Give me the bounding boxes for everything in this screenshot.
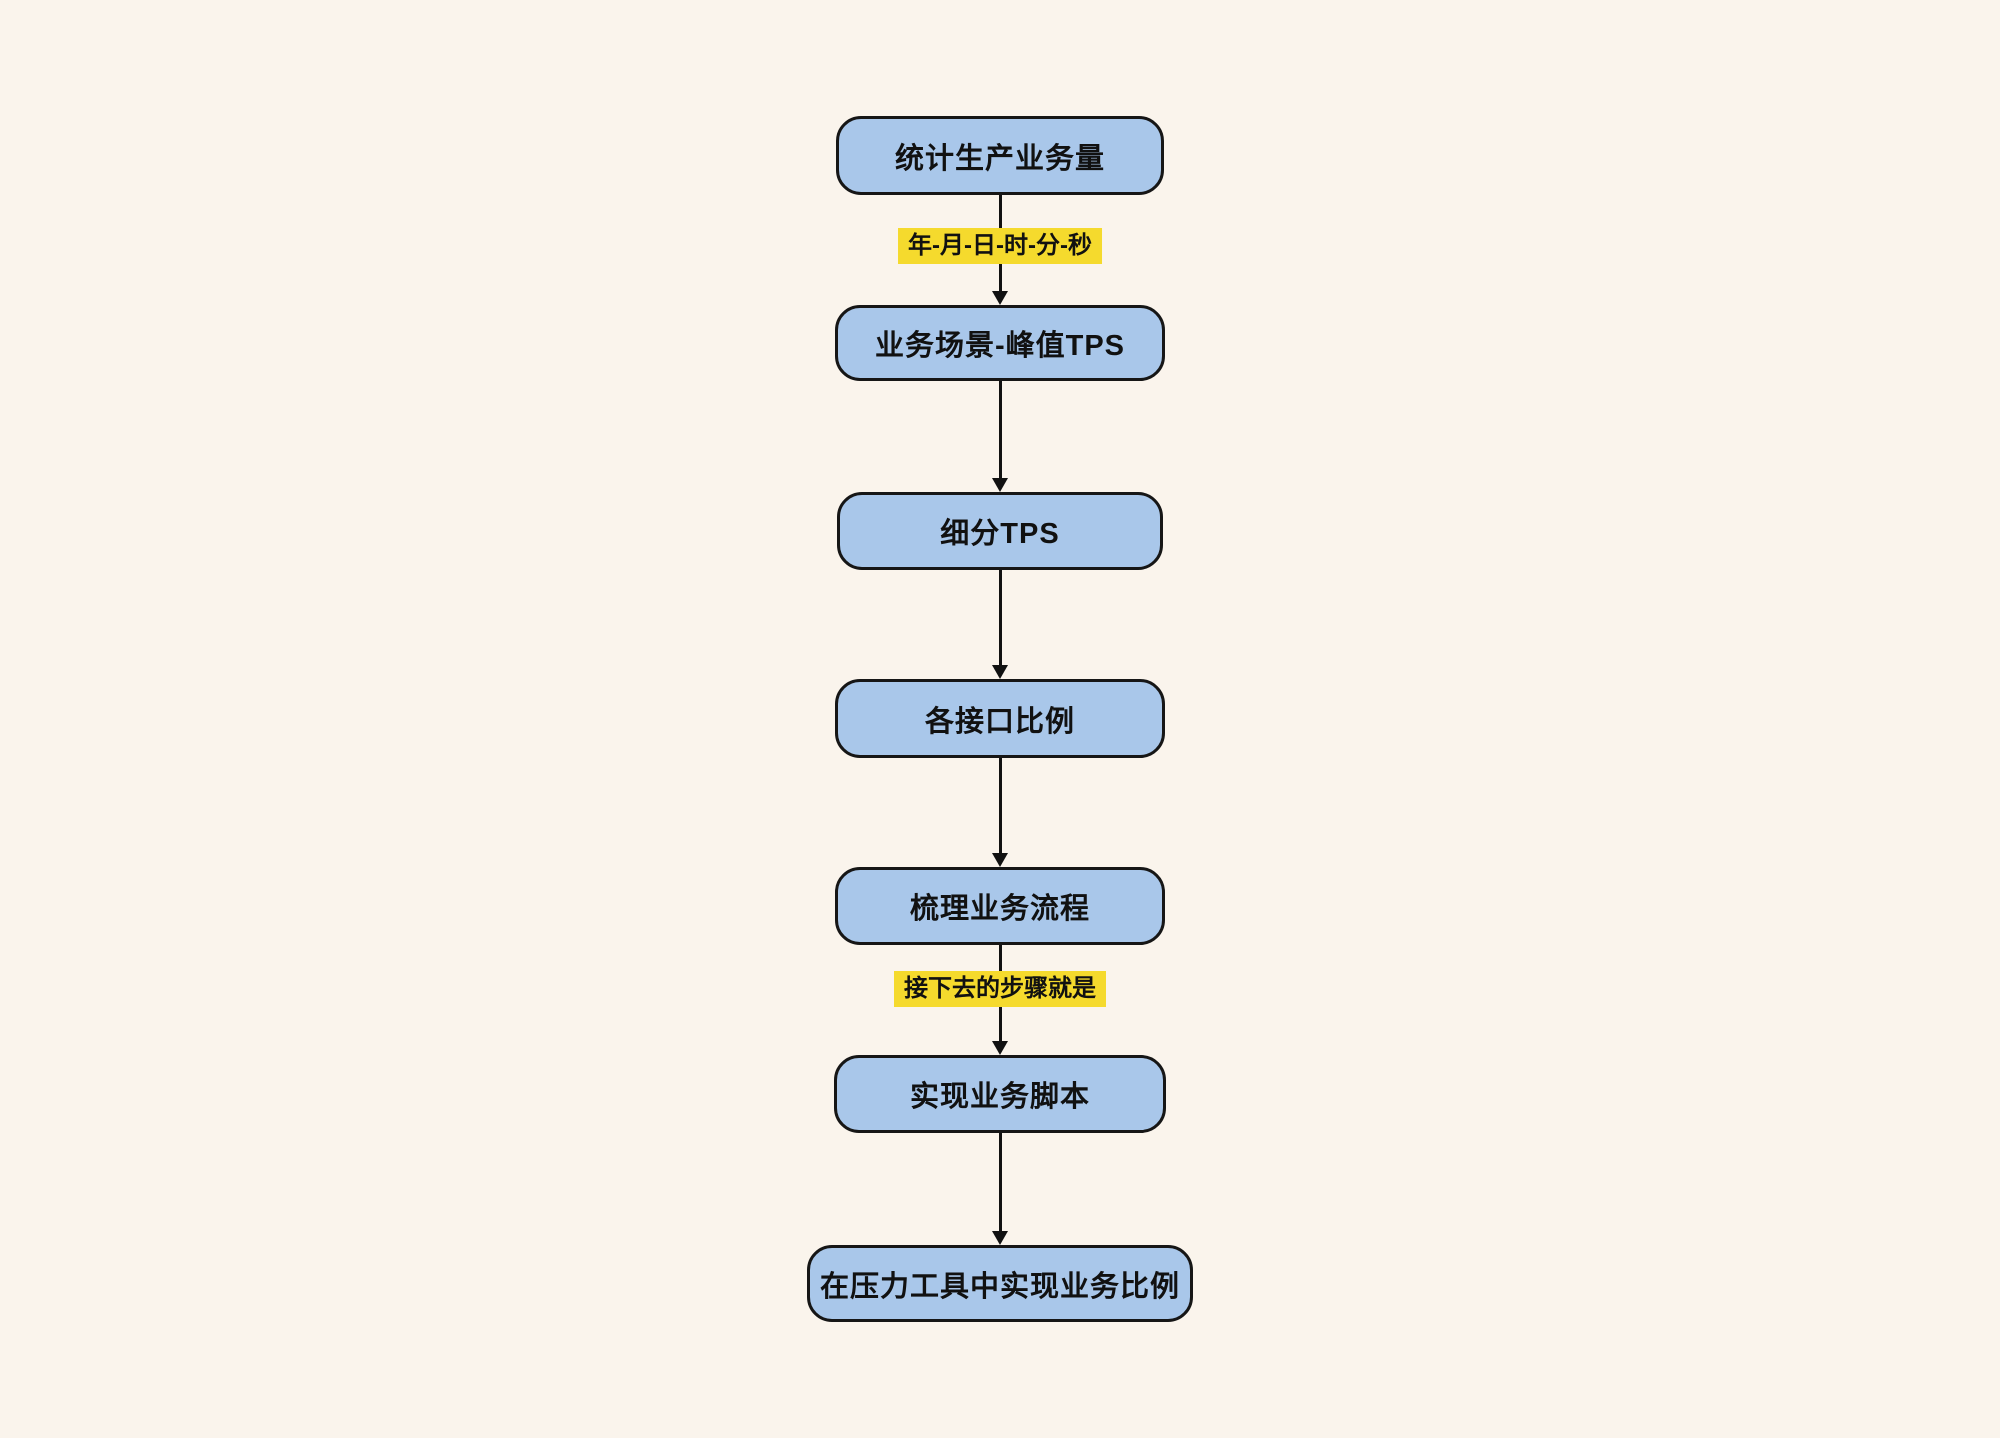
arrow-down-head-icon bbox=[992, 1231, 1008, 1245]
arrow-down-head-icon bbox=[992, 665, 1008, 679]
flow-node-count-production-volume: 统计生产业务量 bbox=[836, 116, 1164, 195]
flow-node-sort-business-process: 梳理业务流程 bbox=[835, 867, 1165, 945]
flow-node-interface-ratio: 各接口比例 bbox=[835, 679, 1165, 758]
arrow-line-n6-n7 bbox=[999, 1133, 1002, 1232]
arrow-down-head-icon bbox=[992, 853, 1008, 867]
arrow-down-head-icon bbox=[992, 291, 1008, 305]
flow-node-subdivide-tps: 细分TPS bbox=[837, 492, 1163, 570]
flow-node-business-scenario-peak-tps: 业务场景-峰值TPS bbox=[835, 305, 1165, 381]
edge-label-next-step: 接下去的步骤就是 bbox=[894, 971, 1106, 1007]
arrow-line-n3-n4 bbox=[999, 570, 1002, 666]
arrow-down-head-icon bbox=[992, 478, 1008, 492]
arrow-line-n4-n5 bbox=[999, 758, 1002, 854]
arrow-line-n2-n3 bbox=[999, 381, 1002, 479]
flow-node-implement-business-script: 实现业务脚本 bbox=[834, 1055, 1166, 1133]
edge-label-time-granularity: 年-月-日-时-分-秒 bbox=[898, 228, 1102, 264]
arrow-down-head-icon bbox=[992, 1041, 1008, 1055]
flow-node-implement-ratio-in-load-tool: 在压力工具中实现业务比例 bbox=[807, 1245, 1193, 1322]
